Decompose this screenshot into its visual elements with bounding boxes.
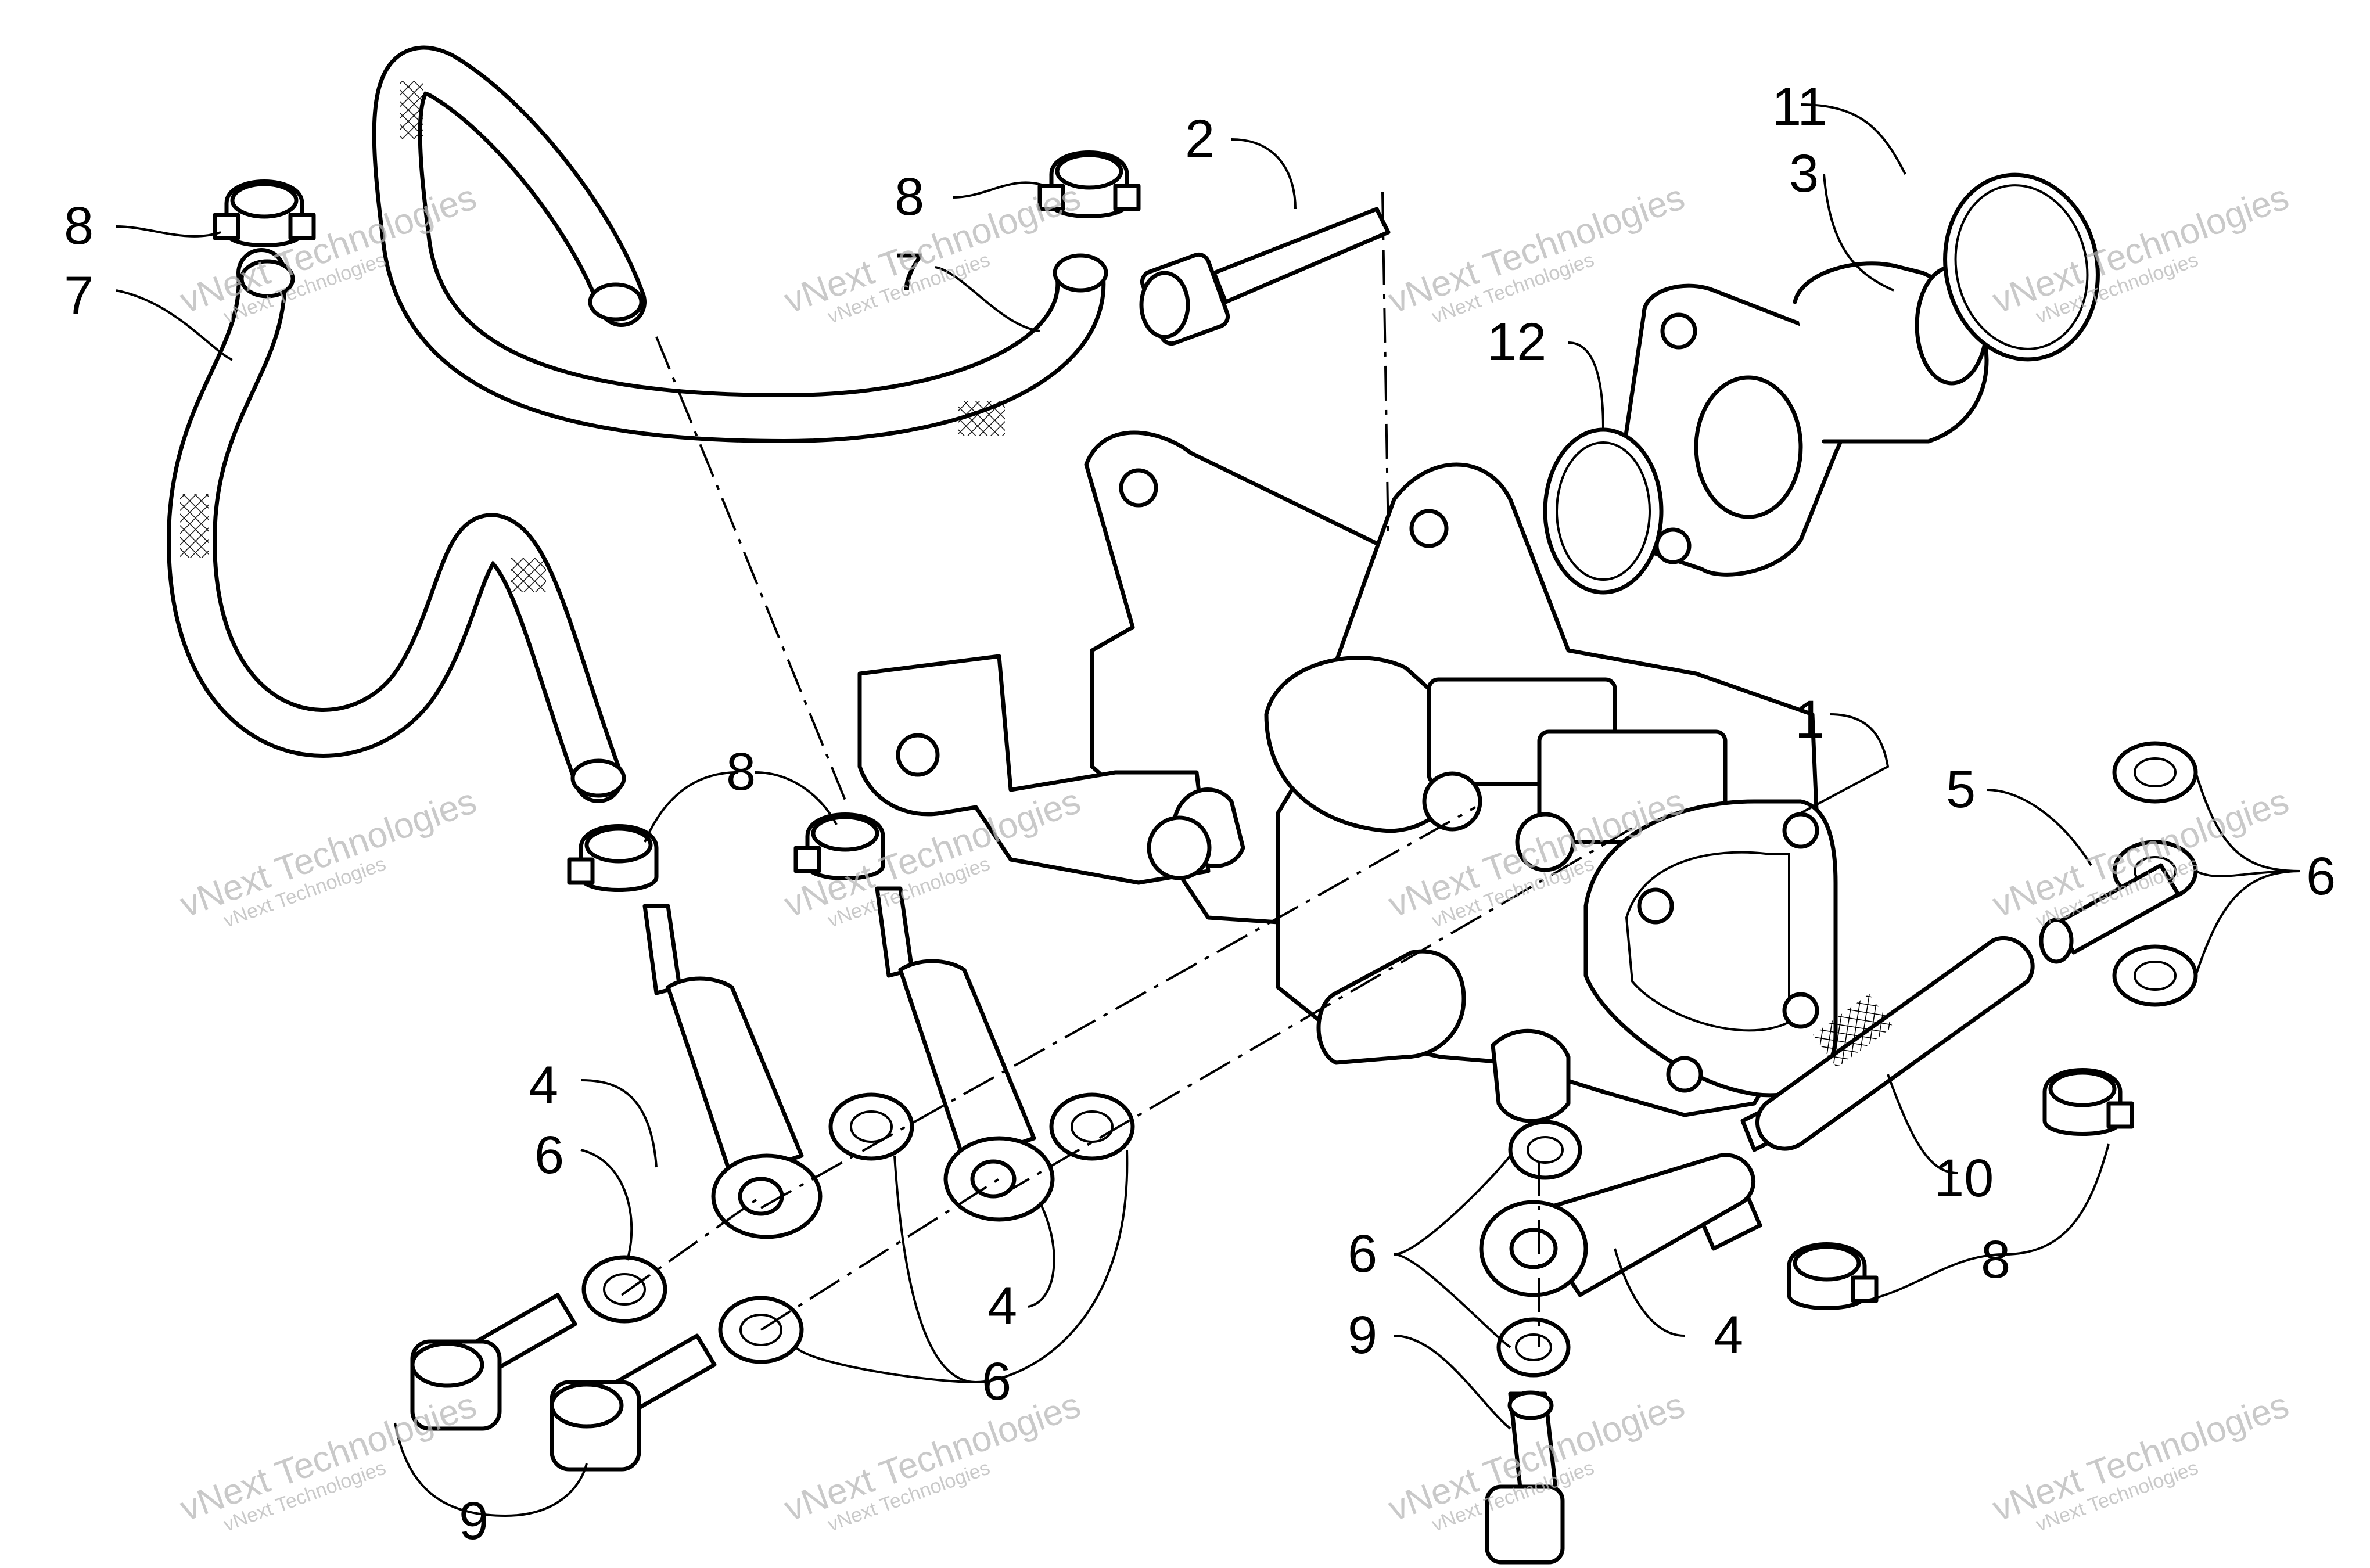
hose-end-bottom bbox=[570, 758, 626, 798]
banjo-bolt-right bbox=[1485, 1390, 1565, 1565]
clamp-top-center bbox=[1037, 150, 1141, 218]
callout-4-right: 4 bbox=[1714, 1306, 1743, 1365]
callout-1: 1 bbox=[1795, 690, 1825, 749]
watermark-text: vNext Technologies bbox=[1987, 1385, 2294, 1529]
callout-4-center: 4 bbox=[988, 1276, 1017, 1336]
callout-6-bottom: 6 bbox=[982, 1352, 1011, 1411]
clamp-top-left bbox=[213, 179, 316, 247]
callout-5: 5 bbox=[1946, 760, 1976, 819]
watermark-text: vNext Technologies bbox=[1383, 177, 1690, 321]
washers-6 bbox=[581, 741, 2198, 1378]
o-ring-12 bbox=[1543, 427, 1664, 595]
banjo-bolt-left bbox=[410, 1293, 577, 1431]
clamp-mid-center bbox=[793, 812, 885, 880]
pump-cover bbox=[1583, 799, 1838, 1098]
watermark: vNext Technologies vNext Technologies bbox=[1987, 1385, 2294, 1536]
callout-10: 10 bbox=[1934, 1149, 1994, 1208]
callout-12: 12 bbox=[1487, 312, 1546, 372]
banjo-bolt-center bbox=[550, 1333, 717, 1472]
clamp-right-upper bbox=[2042, 1068, 2134, 1136]
tube-10 bbox=[1755, 936, 2035, 1151]
watermark-text: vNext Technologies bbox=[779, 177, 1086, 321]
callout-7-left: 7 bbox=[64, 266, 94, 325]
callout-9-right: 9 bbox=[1348, 1306, 1377, 1365]
clamp-mid-left bbox=[567, 824, 659, 892]
pump-nozzles bbox=[1147, 787, 1571, 1123]
hose-end-top bbox=[588, 282, 644, 322]
long-hose bbox=[372, 45, 1106, 443]
callout-8-top-left: 8 bbox=[64, 196, 94, 256]
callout-9-left: 9 bbox=[459, 1491, 489, 1551]
watermark-text: vNext Technologies bbox=[175, 781, 482, 925]
hose-end-right bbox=[1053, 253, 1108, 293]
callouts: 1 2 3 4 4 4 5 6 6 6 6 7 7 8 8 8 8 9 9 10… bbox=[64, 77, 2336, 1551]
callout-6-right-stack: 6 bbox=[2306, 847, 2336, 906]
callout-4-left: 4 bbox=[529, 1056, 558, 1115]
banjo-fitting-center bbox=[875, 886, 1055, 1222]
watermark: vNext Technologies vNext Technologies bbox=[175, 781, 482, 932]
fitting-5 bbox=[2039, 863, 2181, 964]
banjo-fitting-right bbox=[1479, 1107, 1780, 1297]
inlet-fitting bbox=[1608, 261, 1989, 577]
callout-6-left: 6 bbox=[534, 1125, 564, 1185]
leader-lines bbox=[116, 103, 2301, 1517]
watermark: vNext Technologies vNext Technologies bbox=[779, 1385, 1086, 1536]
callout-3: 3 bbox=[1789, 144, 1819, 203]
banjo-fitting-left bbox=[642, 904, 823, 1239]
hose-left bbox=[167, 248, 623, 803]
watermark-text: vNext Technologies bbox=[175, 1385, 482, 1529]
o-ring-11 bbox=[1943, 172, 2100, 362]
callout-6-lower-right: 6 bbox=[1348, 1224, 1377, 1283]
callout-8-mid: 8 bbox=[726, 742, 756, 801]
alignment-lines bbox=[620, 191, 1639, 1347]
watermark: vNext Technologies vNext Technologies bbox=[175, 1385, 482, 1536]
watermark-text: vNext Technologies bbox=[779, 1385, 1086, 1529]
bolt-2 bbox=[1139, 207, 1391, 346]
callout-8-top-center: 8 bbox=[895, 167, 924, 226]
callout-11: 11 bbox=[1772, 77, 1827, 136]
callout-2: 2 bbox=[1185, 109, 1215, 168]
callout-7-center: 7 bbox=[895, 243, 924, 302]
callout-8-right: 8 bbox=[1981, 1230, 2010, 1289]
clamp-right-lower bbox=[1787, 1242, 1879, 1310]
hose-end-left bbox=[239, 259, 295, 299]
